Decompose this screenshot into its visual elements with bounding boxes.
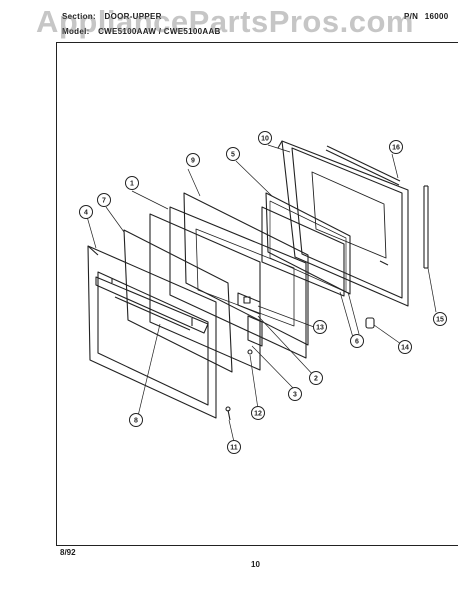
callout-label: 15 xyxy=(436,317,444,324)
callout-label: 16 xyxy=(392,145,400,152)
callout-15: 15 xyxy=(433,312,447,326)
left-border xyxy=(56,42,57,546)
callout-label: 8 xyxy=(134,418,138,425)
callout-label: 12 xyxy=(254,411,262,418)
callout-12: 12 xyxy=(251,406,265,420)
hardware-parts xyxy=(247,315,263,355)
callout-2: 2 xyxy=(309,371,323,385)
model-label: Model: CWE5100AAW / CWE5100AAB xyxy=(62,27,221,36)
outer-door-frame xyxy=(87,245,217,419)
model-value: CWE5100AAW / CWE5100AAB xyxy=(98,27,221,36)
callout-label: 5 xyxy=(231,152,235,159)
callout-label: 6 xyxy=(355,339,359,346)
callout-label: 14 xyxy=(401,345,409,352)
callout-14: 14 xyxy=(398,340,412,354)
callout-label: 7 xyxy=(102,198,106,205)
callout-label: 10 xyxy=(261,136,269,143)
leader-lines xyxy=(85,144,437,443)
part-number: P/N 16000 xyxy=(404,12,449,21)
callout-1: 1 xyxy=(125,176,139,190)
page-number: 10 xyxy=(251,560,260,569)
top-vent-strip xyxy=(325,145,401,186)
callout-label: 2 xyxy=(314,376,318,383)
side-rod xyxy=(423,185,429,269)
callout-label: 1 xyxy=(130,181,134,188)
hinge-bracket xyxy=(237,292,261,315)
callout-4: 4 xyxy=(79,205,93,219)
callout-5: 5 xyxy=(226,147,240,161)
footer-rule xyxy=(56,545,458,546)
header-rule xyxy=(56,42,458,43)
door-handle xyxy=(95,276,209,334)
inner-door-panel xyxy=(277,140,409,307)
footer-date: 8/92 xyxy=(60,548,76,557)
callout-13: 13 xyxy=(313,320,327,334)
callout-label: 4 xyxy=(84,210,88,217)
glass-pane-assembly xyxy=(261,192,351,297)
callout-label: 13 xyxy=(316,325,324,332)
bumper-part xyxy=(365,317,375,329)
callout-3: 3 xyxy=(288,387,302,401)
callout-9: 9 xyxy=(186,153,200,167)
door-liner xyxy=(169,192,309,359)
insulation-panel xyxy=(149,213,261,371)
callout-label: 11 xyxy=(230,445,238,452)
section-label: Section: DOOR-UPPER xyxy=(62,12,162,21)
callout-label: 9 xyxy=(191,158,195,165)
screw-part xyxy=(225,406,231,421)
callout-10: 10 xyxy=(258,131,272,145)
part-number-value: 16000 xyxy=(424,12,449,21)
watermark: AppliancePartsPros.com xyxy=(36,4,414,39)
callout-16: 16 xyxy=(389,140,403,154)
callout-11: 11 xyxy=(227,440,241,454)
callout-7: 7 xyxy=(97,193,111,207)
section-value: DOOR-UPPER xyxy=(104,12,162,21)
callout-6: 6 xyxy=(350,334,364,348)
callout-8: 8 xyxy=(129,413,143,427)
callout-label: 3 xyxy=(293,392,297,399)
